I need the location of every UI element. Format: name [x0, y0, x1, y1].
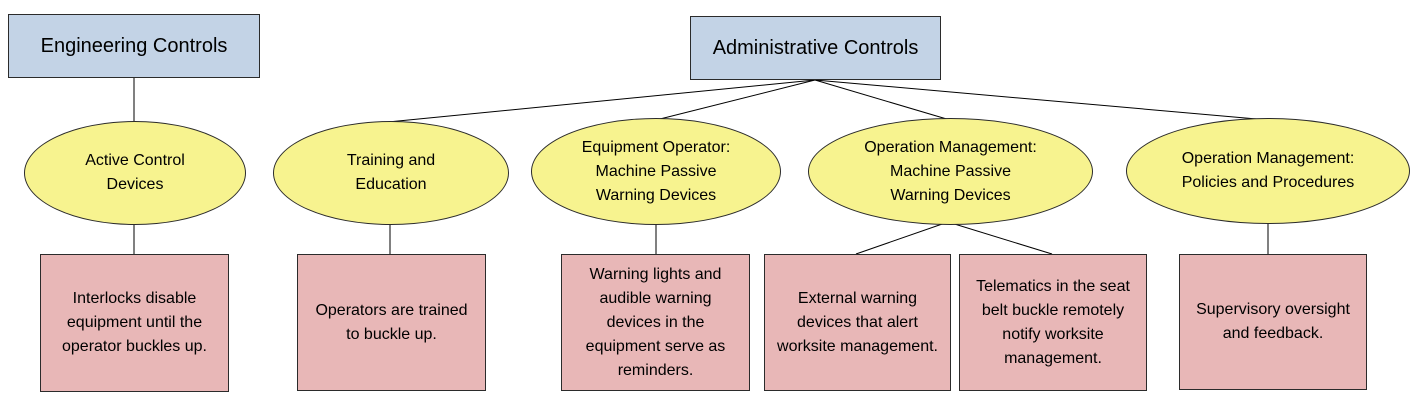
administrative-controls-label: Administrative Controls: [712, 36, 919, 59]
management-warning-devices-label: Operation Management: Machine Passive Wa…: [864, 138, 1037, 204]
warning-lights-text: Warning lights and audible warning devic…: [585, 265, 726, 379]
operators-trained-text: Operators are trained to buckle up.: [315, 301, 468, 343]
management-warning-devices-ellipse: Operation Management: Machine Passive Wa…: [808, 118, 1093, 225]
supervisory-oversight-box: Supervisory oversight and feedback.: [1179, 254, 1367, 390]
training-education-label: Training and Education: [346, 152, 436, 193]
operator-warning-devices-ellipse: Equipment Operator: Machine Passive Warn…: [531, 118, 781, 225]
operators-trained-box: Operators are trained to buckle up.: [297, 254, 486, 391]
connector-admin-to-mgmt-warning: [814, 79, 951, 121]
engineering-controls-box: Engineering Controls: [8, 14, 260, 78]
engineering-controls-label: Engineering Controls: [40, 34, 228, 57]
administrative-controls-box: Administrative Controls: [690, 16, 941, 80]
warning-lights-box: Warning lights and audible warning devic…: [561, 254, 750, 391]
connector-mgmt-to-external: [855, 221, 949, 255]
external-warning-text: External warning devices that alert work…: [777, 289, 938, 355]
policies-procedures-label: Operation Management: Policies and Proce…: [1181, 150, 1355, 191]
telematics-box: Telematics in the seat belt buckle remot…: [959, 254, 1147, 391]
active-control-devices-ellipse: Active Control Devices: [24, 121, 246, 225]
interlocks-box: Interlocks disable equipment until the o…: [40, 254, 229, 392]
connector-mgmt-to-telematics: [947, 221, 1053, 255]
connector-admin-to-operator: [655, 79, 816, 121]
connector-admin-to-training: [387, 79, 816, 123]
connector-admin-to-policies: [814, 79, 1269, 121]
external-warning-box: External warning devices that alert work…: [764, 254, 951, 391]
supervisory-oversight-text: Supervisory oversight and feedback.: [1196, 301, 1350, 342]
active-control-devices-label: Active Control Devices: [85, 152, 185, 193]
training-education-ellipse: Training and Education: [273, 121, 509, 225]
telematics-text: Telematics in the seat belt buckle remot…: [976, 277, 1130, 367]
operator-warning-devices-label: Equipment Operator: Machine Passive Warn…: [581, 138, 731, 204]
policies-procedures-ellipse: Operation Management: Policies and Proce…: [1126, 118, 1410, 224]
interlocks-text: Interlocks disable equipment until the o…: [62, 290, 207, 355]
